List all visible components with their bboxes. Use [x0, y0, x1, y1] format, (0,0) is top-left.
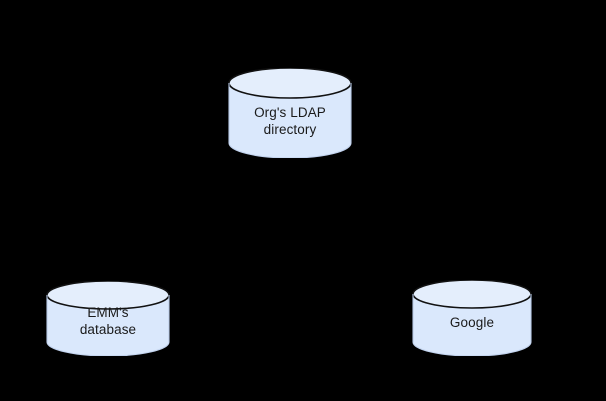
node-ldap-directory[interactable]: Org's LDAP directory: [228, 68, 352, 158]
database-cylinder-icon: [46, 281, 170, 356]
node-emm-database[interactable]: EMM's database: [46, 281, 170, 356]
database-cylinder-icon: [228, 68, 352, 158]
database-cylinder-icon: [412, 280, 532, 356]
node-google[interactable]: Google: [412, 280, 532, 356]
